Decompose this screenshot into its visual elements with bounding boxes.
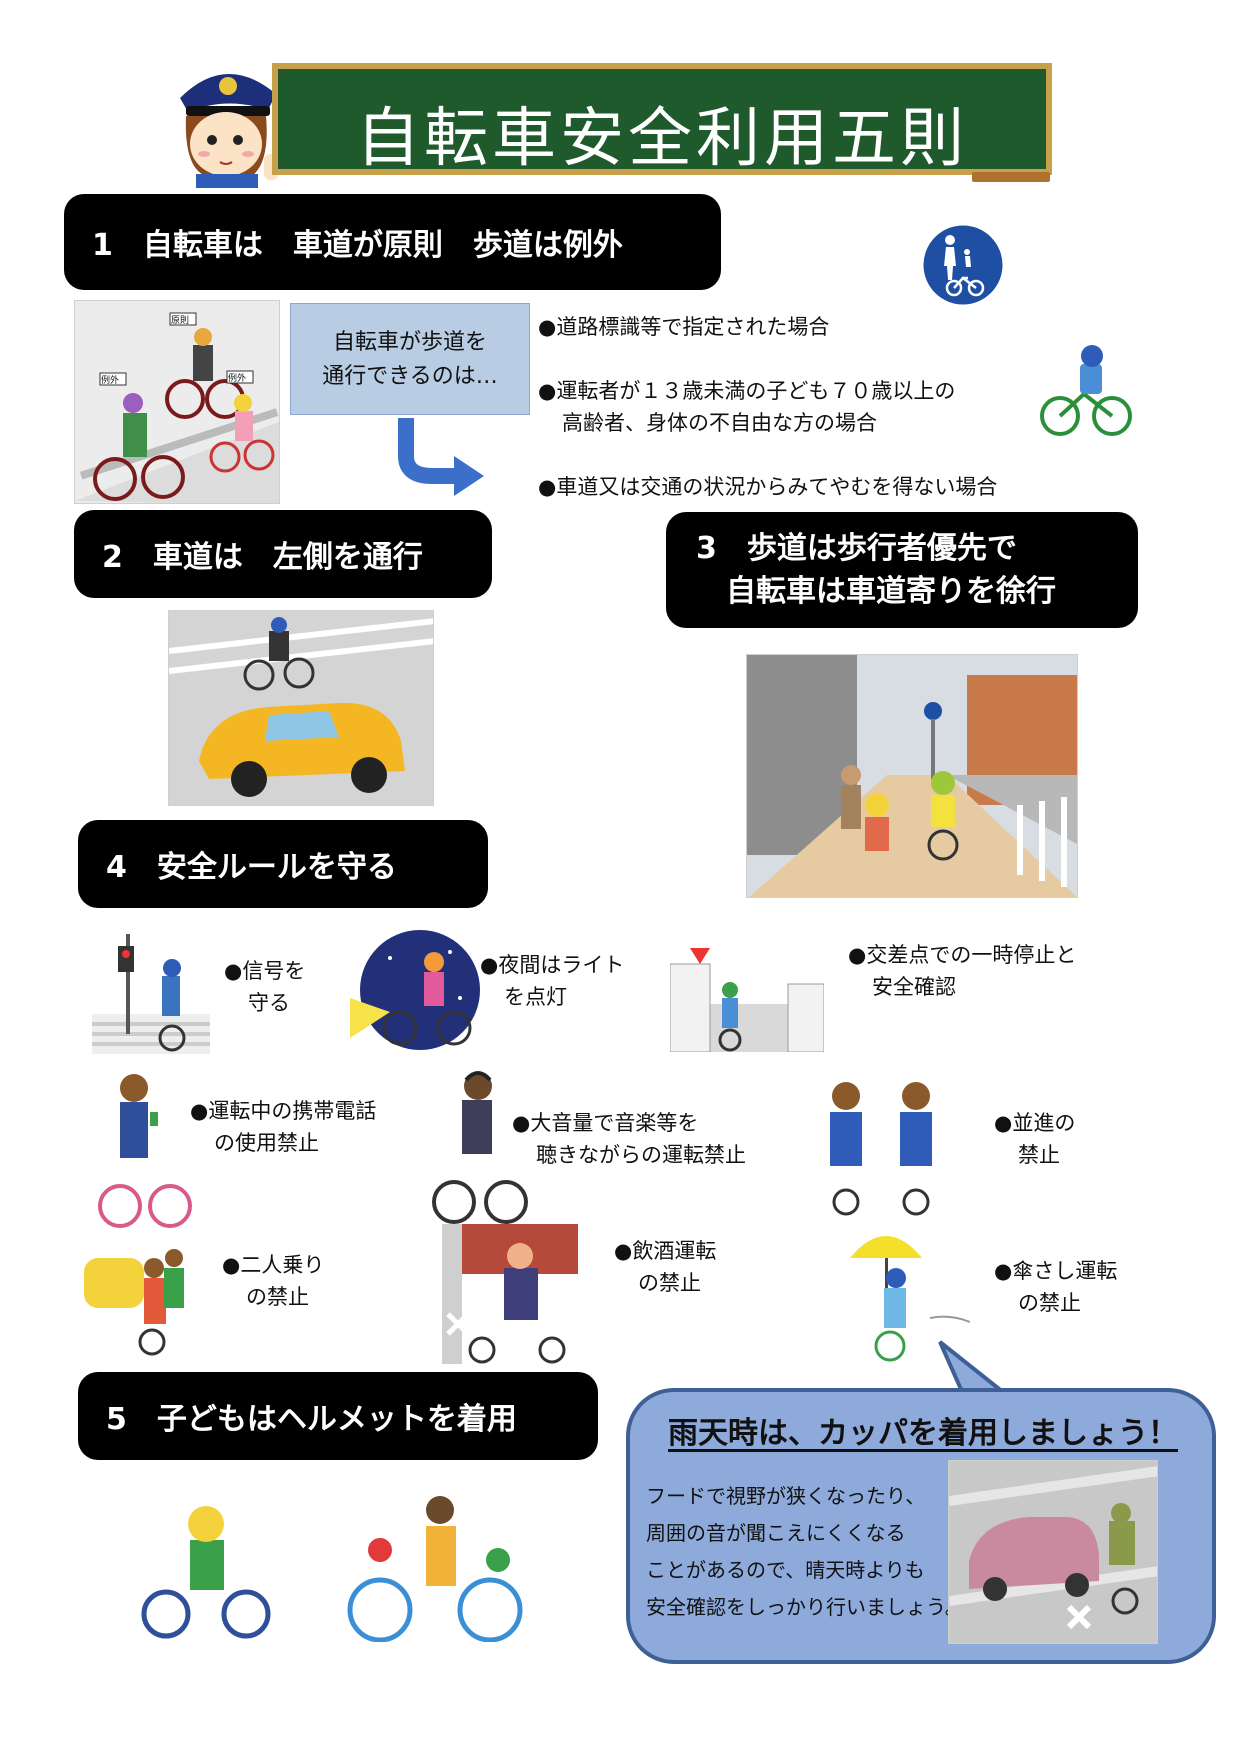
phone-cyclist-illustration xyxy=(98,1074,192,1228)
sidewalk-street-image xyxy=(746,654,1078,898)
label-exception-1: 例外 xyxy=(101,376,120,386)
rule-double-riding-2: の禁止 xyxy=(246,1285,309,1309)
rainy-weather-body: フードで視野が狭くなったり、 周囲の音が聞こえにくくなる ことがあるので、晴天時… xyxy=(646,1478,966,1626)
bubble-tail xyxy=(938,1340,1012,1396)
section2-header: 2 車道は 左側を通行 xyxy=(74,510,492,598)
page-title: 自転車安全利用五則 xyxy=(356,102,968,176)
rule-double-riding-1: ●二人乗り xyxy=(222,1253,325,1277)
section5-header: 5 子どもはヘルメットを着用 xyxy=(78,1372,598,1460)
rule-side-by-side-1: ●並進の xyxy=(994,1111,1076,1135)
chalk-eraser xyxy=(972,172,1050,182)
rule-signal-2: 守る xyxy=(248,991,290,1015)
section5-header-text: 5 子どもはヘルメットを着用 xyxy=(106,1402,517,1437)
section4-header-text: 4 安全ルールを守る xyxy=(106,850,397,885)
label-principle: 原則 xyxy=(171,316,190,326)
rule-drunk-2: の禁止 xyxy=(638,1271,701,1295)
rule-intersection-1: ●交差点での一時停止と xyxy=(848,943,1077,967)
curved-arrow-icon xyxy=(398,418,484,496)
night-light-illustration xyxy=(350,930,480,1050)
section1-header-text: 1 自転車は 車道が原則 歩道は例外 xyxy=(92,228,623,263)
rainy-crossing-image xyxy=(948,1460,1158,1644)
child-helmet-illustration xyxy=(141,1506,271,1639)
title-board: 自転車安全利用五則 xyxy=(272,63,1052,176)
child-cyclist-illustration xyxy=(1040,345,1132,436)
rule-umbrella-1: ●傘さし運転 xyxy=(994,1259,1118,1283)
section3-header: 3 歩道は歩行者優先で 自転車は車道寄りを徐行 xyxy=(666,512,1138,628)
rule-night-light-2: を点灯 xyxy=(504,985,567,1009)
section1-header: 1 自転車は 車道が原則 歩道は例外 xyxy=(64,194,721,290)
rule-night-light-1: ●夜間はライト xyxy=(480,953,625,977)
bullet-age-line-1: ●運転者が１３歳未満の子ども７０歳以上の xyxy=(538,379,956,403)
headphone-cyclist-illustration xyxy=(432,1071,528,1224)
rainy-weather-title: 雨天時は、カッパを着用しましょう！ xyxy=(668,1416,1178,1451)
rainy-body-line-3: ことがあるので、晴天時よりも xyxy=(646,1558,925,1582)
section3-header-line2: 自転車は車道寄りを徐行 xyxy=(726,574,1056,609)
rule-music-2: 聴きながらの運転禁止 xyxy=(536,1143,746,1167)
bicycle-pedestrian-sign-icon xyxy=(920,222,1006,308)
rule-intersection-2: 安全確認 xyxy=(872,975,956,999)
callout-line-1: 自転車が歩道を xyxy=(332,330,487,355)
bullet-road-sign: ●道路標識等で指定された場合 xyxy=(538,315,830,339)
side-by-side-cyclists-illustration xyxy=(830,1082,932,1216)
car-passing-cyclist-image xyxy=(168,610,434,806)
rainy-body-line-4: 安全確認をしっかり行いましょう。 xyxy=(646,1595,965,1619)
rule-umbrella-2: の禁止 xyxy=(1018,1291,1081,1315)
rainy-body-line-1: フードで視野が狭くなったり、 xyxy=(646,1484,926,1508)
intersection-stop-illustration xyxy=(670,948,824,1052)
rule-side-by-side-2: 禁止 xyxy=(1018,1143,1060,1167)
section2-header-text: 2 車道は 左側を通行 xyxy=(102,540,423,575)
police-mascot-illustration xyxy=(180,73,278,188)
rule-phone-2: の使用禁止 xyxy=(214,1131,319,1155)
callout-line-2: 通行できるのは… xyxy=(322,364,498,390)
cyclists-on-road-image xyxy=(74,300,280,504)
traffic-signal-illustration xyxy=(92,934,210,1054)
sidewalk-callout-box: 自転車が歩道を 通行できるのは… xyxy=(290,303,530,415)
section4-header: 4 安全ルールを守る xyxy=(78,820,488,908)
rule-phone-1: ●運転中の携帯電話 xyxy=(190,1099,377,1123)
bullet-unavoidable: ●車道又は交通の状況からみてやむを得ない場合 xyxy=(538,475,998,499)
drunk-riding-illustration xyxy=(442,1224,578,1364)
section3-header-line1: 3 歩道は歩行者優先で xyxy=(696,530,1017,566)
parent-child-helmet-illustration xyxy=(347,1496,523,1642)
rule-signal-1: ●信号を xyxy=(224,959,306,983)
rule-drunk-1: ●飲酒運転 xyxy=(614,1239,717,1263)
rule-music-1: ●大音量で音楽等を xyxy=(512,1111,699,1135)
rainy-body-line-2: 周囲の音が聞こえにくくなる xyxy=(646,1521,906,1545)
label-exception-2: 例外 xyxy=(228,374,247,384)
bullet-age-line-2: 高齢者、身体の不自由な方の場合 xyxy=(562,411,877,435)
double-riding-illustration xyxy=(84,1249,184,1356)
umbrella-riding-illustration xyxy=(850,1236,971,1362)
